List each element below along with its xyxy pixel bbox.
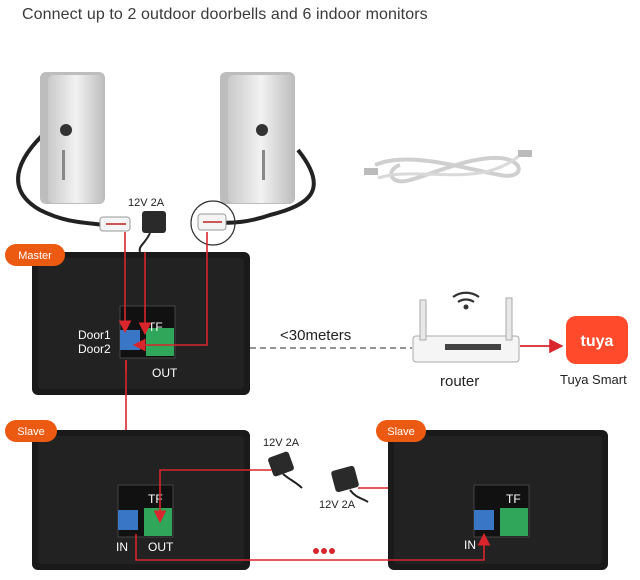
out-label-slave1: OUT: [148, 540, 174, 554]
tuya-smart-label: Tuya Smart: [560, 372, 627, 387]
wire-slave1-to-slave2: [135, 532, 491, 561]
wire-power-slave1: [153, 469, 272, 524]
power-adapter-icon: 12V 2A: [128, 197, 166, 253]
slave-badge-1-label: Slave: [17, 426, 45, 438]
wifi-icon: [452, 291, 480, 310]
cable-connector-2: [190, 200, 236, 246]
master-badge: [5, 244, 65, 266]
outdoor-doorbell-2: [217, 72, 316, 225]
tuya-logo-text: tuya: [581, 333, 614, 350]
wire-doorbell2: [132, 232, 208, 352]
distance-label: <30meters: [280, 327, 351, 344]
cable-connector-1: [99, 216, 131, 232]
router-icon: [412, 297, 520, 363]
door1-label: Door1: [78, 328, 111, 342]
slave-monitor-2: [388, 430, 608, 570]
power-label-right: 12V 2A: [319, 499, 356, 511]
tf-label-master: TF: [148, 320, 163, 334]
outdoor-doorbell-1: [16, 72, 113, 228]
slave-badge-1: [5, 420, 57, 442]
ellipsis-dots-icon: [313, 548, 335, 554]
slave-badge-2: [376, 420, 426, 442]
tf-label-slave1: TF: [148, 492, 163, 506]
power-adapter-icon: 12V 2A: [263, 437, 303, 489]
out-label-master: OUT: [152, 366, 178, 380]
power-label-mid: 12V 2A: [263, 437, 300, 449]
router-label: router: [440, 373, 479, 390]
network-cable-icon: [364, 150, 532, 184]
door2-label: Door2: [78, 342, 111, 356]
power-label-top: 12V 2A: [128, 197, 165, 209]
master-badge-label: Master: [18, 250, 52, 262]
page-title: Connect up to 2 outdoor doorbells and 6 …: [22, 6, 428, 23]
in-label-slave2: IN: [464, 538, 476, 552]
power-adapter-icon: 12V 2A: [319, 465, 369, 511]
tf-label-slave2: TF: [506, 492, 521, 506]
in-label-slave1: IN: [116, 540, 128, 554]
slave-monitor-1: [32, 430, 250, 570]
master-monitor: [32, 252, 250, 395]
tuya-logo-icon: tuya: [566, 316, 628, 364]
slave-badge-2-label: Slave: [387, 426, 415, 438]
